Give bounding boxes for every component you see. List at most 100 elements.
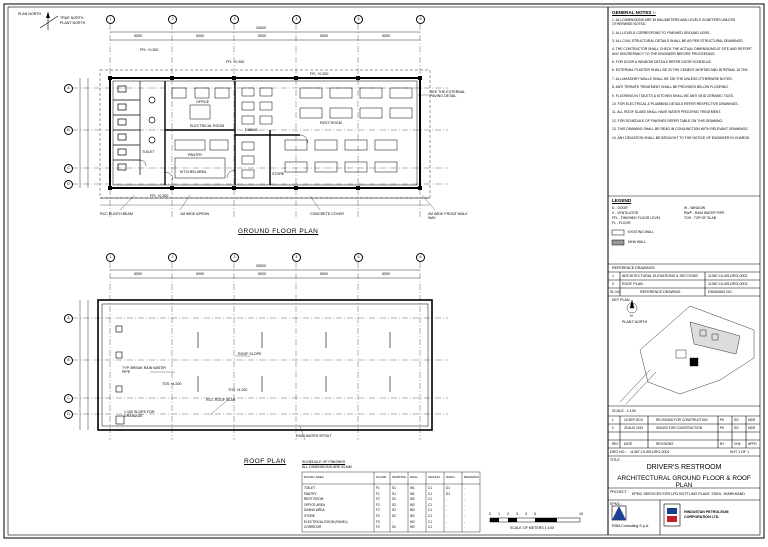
ground-floor-plan [72, 24, 448, 218]
revision-header-cell: REV [612, 442, 619, 446]
drg-label: DRG NO. : [610, 450, 628, 454]
grid-bubble-col: 3 [230, 253, 239, 262]
schedule-cell: W1 [410, 486, 415, 490]
scale-tick: 5 [534, 512, 536, 516]
ground-overall-dim: 25000 [256, 26, 266, 30]
ground-plan-title: GROUND FLOOR PLAN [238, 228, 319, 235]
revision-cell: PK [720, 418, 725, 422]
revision-cell: 15 SEP 2019 [624, 418, 643, 422]
inner-border [7, 6, 761, 536]
schedule-header-cell: ROOM / AREA [304, 475, 324, 479]
plant-north-label: PLANT NORTH [60, 21, 86, 25]
reference-title-cell: ROOF PLAN [622, 282, 643, 286]
key-plan-map [619, 299, 755, 405]
scale-tick: 10 [579, 512, 583, 516]
schedule-cell: PANTRY [304, 491, 317, 496]
legend-item: FL - FLOOR [612, 221, 631, 225]
legend-symbols [611, 229, 625, 246]
revision-cell: 1 [612, 418, 614, 422]
schedule-cell: - [464, 525, 466, 530]
schedule-cell: S2 [392, 508, 396, 513]
schedule-cell: - [446, 525, 448, 530]
general-note-item: 14. ANY DEVIATION SHALL BE BROUGHT TO TH… [612, 135, 751, 140]
roof-note-4: 1:100 SLOPE FOR DRAINAGE [124, 410, 155, 419]
schedule-cell: W1 [410, 491, 415, 496]
grid-bubble-col: 4 [292, 15, 301, 24]
schedule-cell: S1 [392, 491, 396, 496]
general-note-item: 4. THE CONTRACTOR SHALL CHECK THE ACTUAL… [612, 47, 752, 56]
schedule-cell: W2 [410, 502, 415, 507]
revision-header-cell: DATE [624, 442, 633, 446]
revision-cell: 0 [612, 426, 614, 430]
schedule-table-lines [301, 471, 481, 533]
bay-dim: 5000 [382, 34, 390, 38]
reference-drg: 11387-19-AR-DRG-0002 [708, 274, 748, 278]
gf-note-4: CONCRETE COVER [310, 212, 344, 216]
grid-bubble-col: 4 [292, 253, 301, 262]
legend-item: D - DOOR [612, 206, 628, 210]
general-note-item: 13. THIS DRAWING SHALL BE READ IN CONJUN… [612, 127, 749, 132]
reference-title-cell: ARCHITECTURAL ELEVATIONS & SECTIONS [622, 274, 698, 278]
room-office: OFFICE [196, 100, 210, 104]
plan-north-label: PLAN NORTH [18, 12, 42, 16]
revision-cell: MDR [748, 426, 756, 430]
schedule-cell: - [464, 491, 466, 496]
schedule-cell: - [464, 508, 466, 513]
room-electrical: ELECTRICAL ROOM [190, 124, 225, 128]
scale-tick: 0 [489, 512, 491, 516]
grid-bubble-col: 3 [230, 15, 239, 24]
legend-item: EXISTING WALL [628, 230, 654, 234]
room-dining: DINING [245, 128, 258, 132]
legend-title: LEGEND [612, 198, 632, 203]
schedule-header-cell: SKIRTING [392, 475, 407, 479]
legend-item: V - VENTILATOR [612, 211, 639, 215]
drg-number: 11387-19-AR-DRG-0001 [630, 450, 670, 454]
schedule-cell: F2 [376, 497, 380, 502]
rina-logo [611, 505, 627, 521]
bay-dim: 5000 [196, 34, 204, 38]
sheet-number: SHT 1 OF 1 [730, 450, 750, 454]
scale-text: SCALE : 1:100 [612, 409, 636, 413]
schedule-cell: F2 [376, 514, 380, 518]
revision-header-cell: APPD [748, 442, 757, 446]
schedule-header-cell: WALL [410, 475, 419, 479]
schedule-cell: F1 [376, 491, 380, 496]
schedule-cell: F2 [376, 525, 380, 530]
schedule-cell: W2 [410, 497, 415, 502]
scale-bar-label: SCALE OF METERS 1:100 [510, 526, 554, 530]
grid-bubble-col: 1 [106, 15, 115, 24]
scale-tick: 1 [498, 512, 500, 516]
revision-cell: RE-ISSUED FOR CONSTRUCTION [656, 418, 708, 422]
level-mark-1: FFL +0.300 [140, 48, 159, 52]
schedule-cell: S2 [392, 497, 396, 502]
reference-drg: 11387-19-AR-DRG-0003 [708, 282, 748, 286]
revision-cell: 25 AUG 2019 [624, 426, 644, 430]
revision-header-cell: REVISIONS [656, 442, 674, 446]
grid-bubble-col: 2 [168, 15, 177, 24]
grid-bubble-col: 6 [416, 253, 425, 262]
legend-item: RWP - RAIN WATER PIPE [684, 211, 725, 215]
gf-note-3: 1M WIDE APRON [180, 212, 209, 216]
bay-dim: 5000 [258, 34, 266, 38]
roof-note-3: RCC ROOF SLAB [206, 398, 236, 402]
project-name: EPMC SERVICES FOR LPG BOTTLING PLANT, SI… [632, 492, 745, 496]
schedule-cell: S2 [392, 514, 396, 518]
schedule-cell: C1 [428, 491, 433, 496]
room-pantry: PANTRY [188, 153, 203, 157]
schedule-cell: S2 [392, 525, 396, 530]
schedule-cell: C1 [428, 497, 433, 502]
project-label: PROJECT : [610, 490, 629, 494]
schedule-cell: D1 [446, 491, 451, 496]
schedule-cell: - [446, 519, 448, 524]
schedule-cell: ELECTRICAL ROOM (PANEL) [304, 519, 348, 524]
legend-item: W - WINDOW [684, 206, 706, 210]
reference-footer-cell: REFERENCE DRAWING [640, 290, 681, 294]
bay-dim: 5000 [134, 34, 142, 38]
general-note-item: 8. ANTI TERMITE TREATMENT SHALL BE PROVI… [612, 85, 729, 90]
general-note-item: 1. ALL DIMENSIONS ARE IN MILLIMETERS AND… [612, 18, 736, 27]
schedule-cell: TOILET [304, 486, 316, 490]
key-plan-north-label: PLANT NORTH [622, 320, 648, 324]
schedule-cell: - [392, 519, 394, 524]
grid-bubble-row: D [64, 410, 73, 419]
grid-bubble-col: 5 [354, 15, 363, 24]
